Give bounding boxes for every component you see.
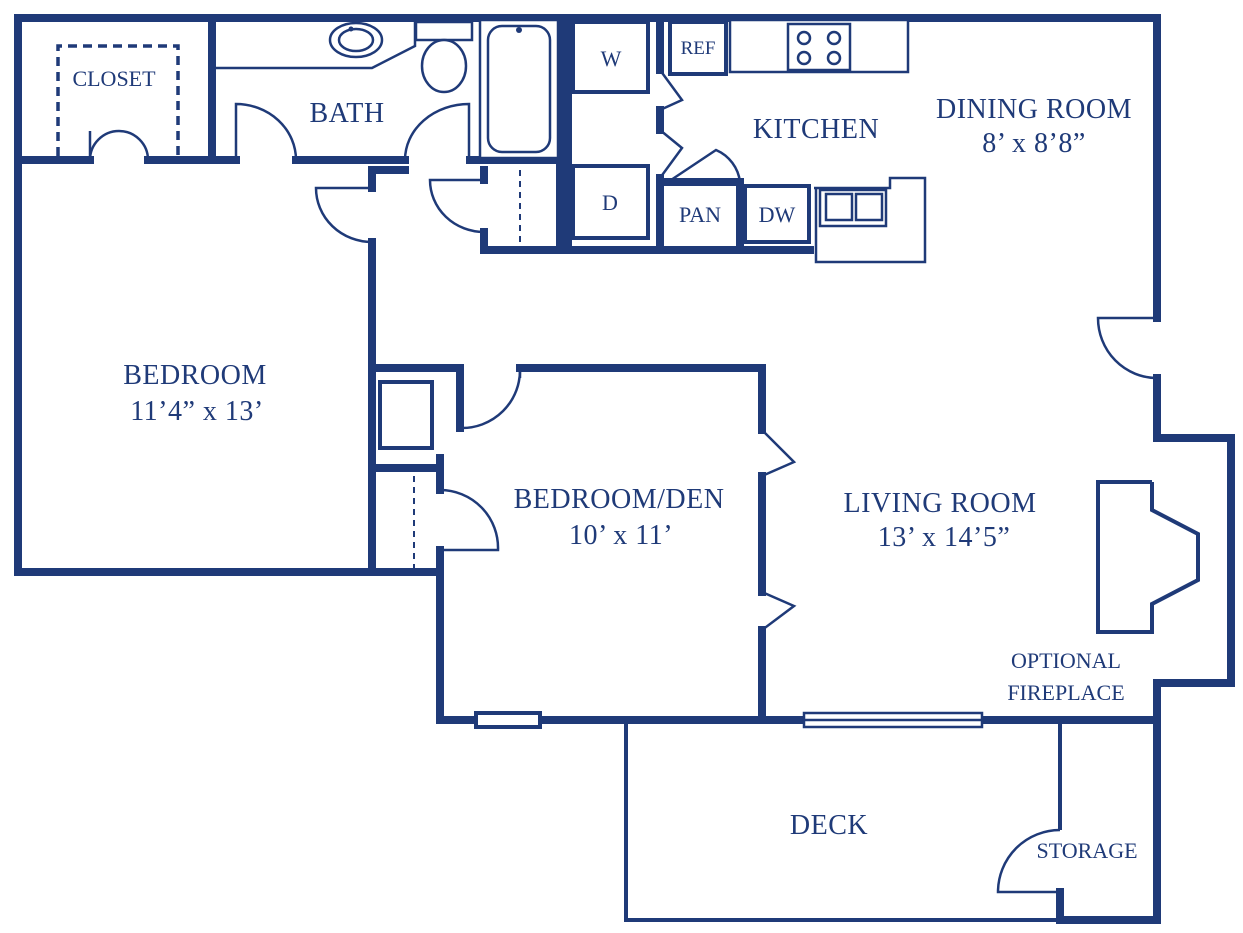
bath-fixtures xyxy=(216,18,560,160)
windows xyxy=(474,711,984,729)
kitchen-label: KITCHEN xyxy=(753,114,879,145)
bath-label: BATH xyxy=(309,98,384,129)
closet-label: CLOSET xyxy=(72,66,156,91)
deck-area xyxy=(624,720,1161,924)
deck-label: DECK xyxy=(790,810,868,841)
dryer-label: D xyxy=(602,190,618,215)
dining-room-label: DINING ROOM xyxy=(936,94,1132,125)
labels: CLOSET BATH KITCHEN DINING ROOM 8’ x 8’8… xyxy=(72,38,1137,863)
doors xyxy=(88,69,1158,894)
dishwasher-box xyxy=(743,184,811,244)
fireplace-label-line2: FIREPLACE xyxy=(1007,680,1124,705)
bedroom-label: BEDROOM xyxy=(123,360,267,391)
fireplace-label-line1: OPTIONAL xyxy=(1011,648,1121,673)
storage-label: STORAGE xyxy=(1036,838,1137,863)
living-room-label: LIVING ROOM xyxy=(844,488,1037,519)
refrigerator-label: REF xyxy=(681,38,716,59)
bedroom-size: 11’4” x 13’ xyxy=(130,396,264,427)
dining-room-size: 8’ x 8’8” xyxy=(982,128,1086,159)
fireplace xyxy=(1096,480,1200,634)
living-room-size: 13’ x 14’5” xyxy=(878,522,1011,553)
closet-lines xyxy=(56,44,521,568)
pantry-label: PAN xyxy=(679,202,721,227)
washer-label: W xyxy=(601,46,622,71)
interior-walls xyxy=(14,14,814,724)
refrigerator-box xyxy=(668,20,728,76)
appliance-boxes xyxy=(571,20,811,244)
exterior-walls xyxy=(14,14,1235,724)
dryer-box xyxy=(571,164,650,240)
closet-cabinet xyxy=(378,380,434,450)
den-label: BEDROOM/DEN xyxy=(514,484,725,515)
dishwasher-label: DW xyxy=(759,202,796,227)
den-size: 10’ x 11’ xyxy=(569,520,673,551)
kitchen-counters xyxy=(728,18,927,264)
washer-box xyxy=(571,20,650,94)
